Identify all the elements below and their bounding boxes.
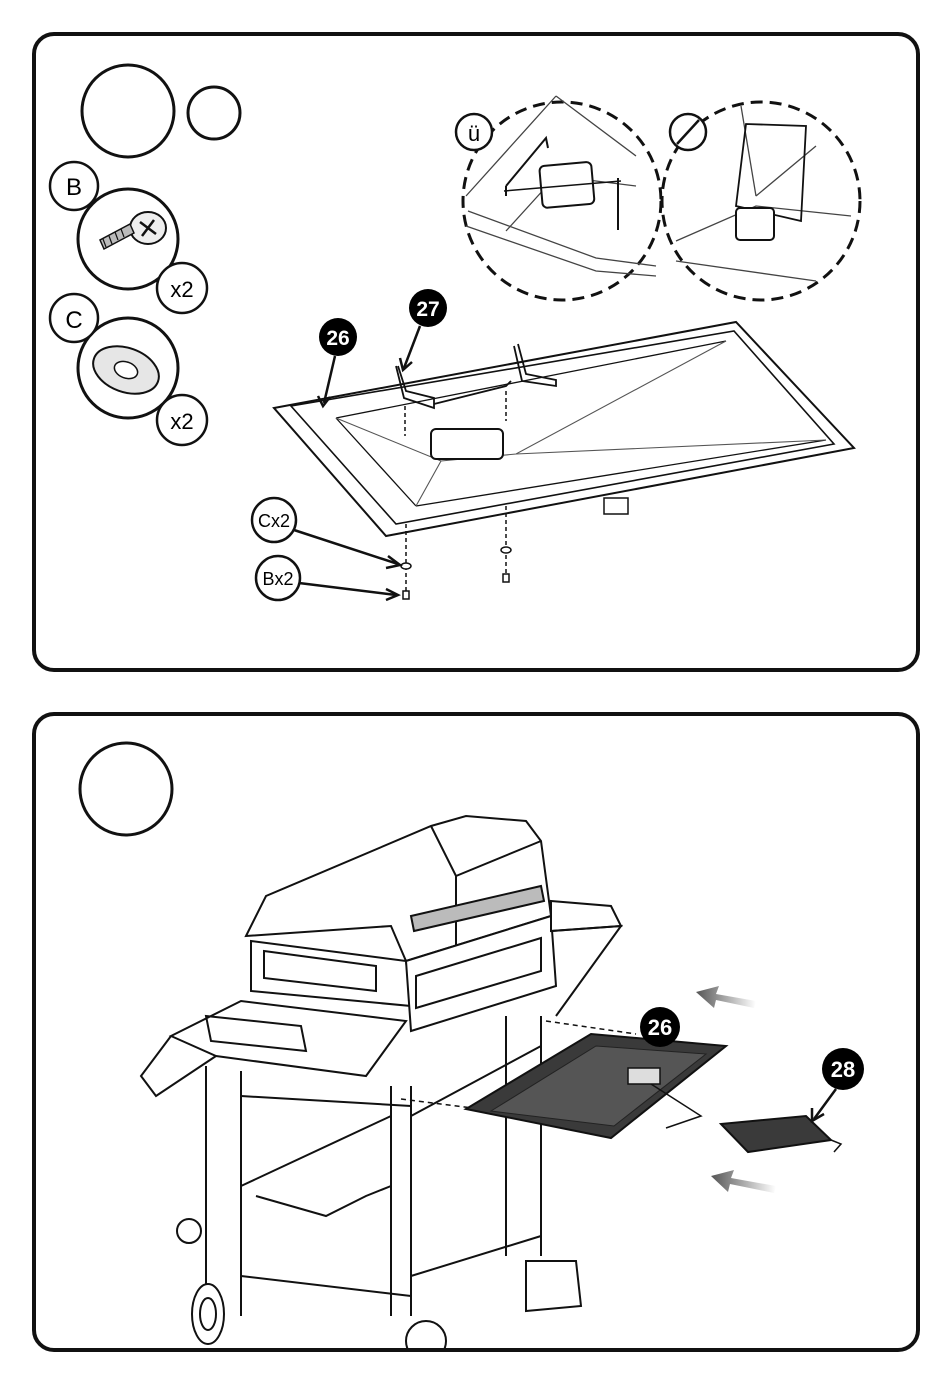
grease-cup-drawing <box>721 1116 841 1152</box>
callout-cx2-text: Cx2 <box>258 511 290 531</box>
callout-28: 28 <box>812 1048 864 1121</box>
callout-27-text: 27 <box>416 298 439 321</box>
step-number-circle <box>82 65 174 157</box>
callout-28-text: 28 <box>831 1057 855 1082</box>
callout-26-text: 26 <box>326 327 349 350</box>
callout-26-step2: 26 <box>640 1007 680 1047</box>
smiley-icon: ü <box>468 121 480 146</box>
drip-tray-drawing <box>274 322 854 536</box>
part-c-washer-group: C x2 <box>50 294 207 445</box>
step-1-illustration: B x2 C x2 ü <box>36 36 920 672</box>
detail-wrong-orientation <box>662 102 860 300</box>
motion-arrows <box>696 986 776 1193</box>
part-b-qty: x2 <box>170 277 193 302</box>
detail-correct-orientation: ü <box>456 96 661 300</box>
part-c-qty: x2 <box>170 409 193 434</box>
callout-bx2-text: Bx2 <box>262 569 293 589</box>
step-number-circle-2 <box>80 743 172 835</box>
callout-bx2: Bx2 <box>256 556 398 600</box>
step-2-illustration: 26 28 <box>36 716 920 1352</box>
step-panel-1: B x2 C x2 ü <box>32 32 920 672</box>
sub-step-circle <box>188 87 240 139</box>
step-panel-2: 26 28 <box>32 712 920 1352</box>
part-b-screw-group: B x2 <box>50 162 207 313</box>
fastener-marks <box>401 547 511 599</box>
callout-26-step2-text: 26 <box>648 1015 672 1040</box>
part-c-letter: C <box>65 307 82 334</box>
part-b-letter: B <box>66 174 82 201</box>
callout-27: 27 <box>400 289 447 370</box>
